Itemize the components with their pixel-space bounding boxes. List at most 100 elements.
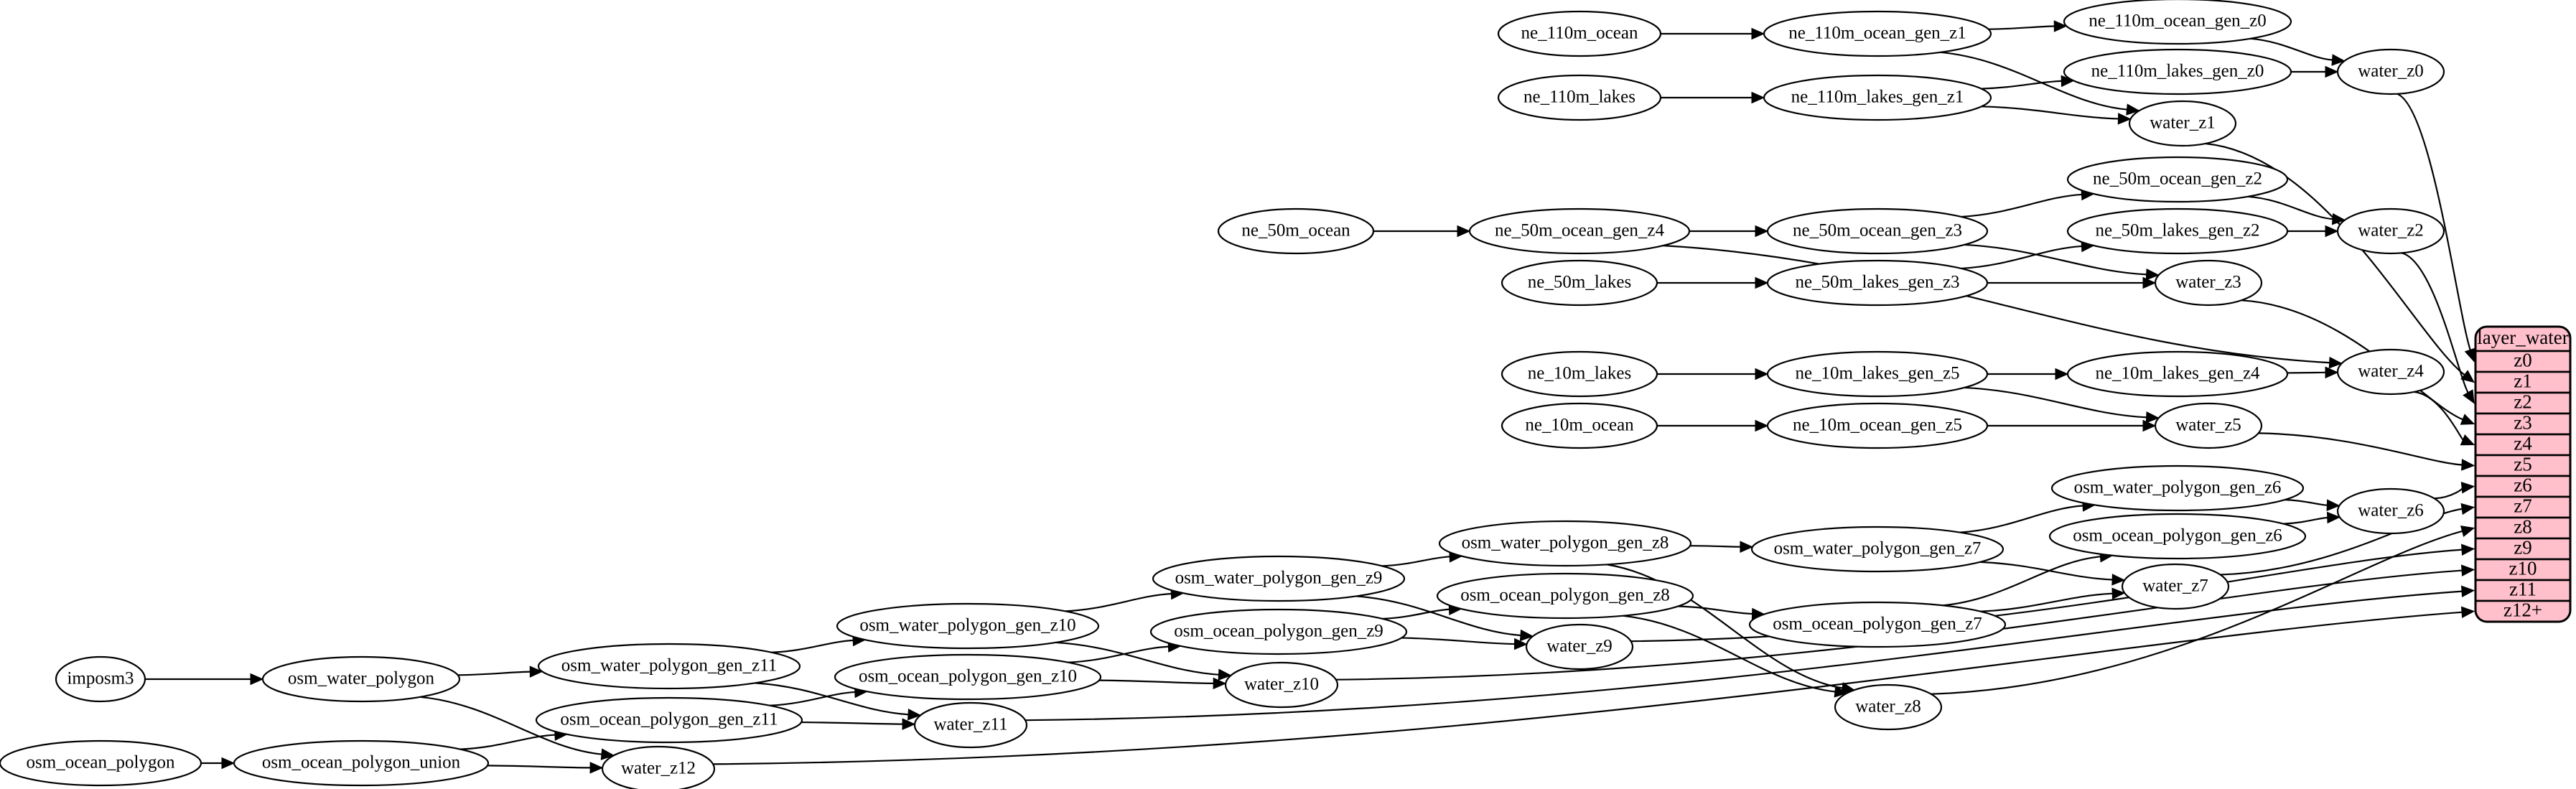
node-osm_ocean_polygon_gen_z7[interactable]: osm_ocean_polygon_gen_z7 xyxy=(1748,601,2007,648)
table-row-z2[interactable] xyxy=(2475,391,2570,415)
node-water_z4[interactable]: water_z4 xyxy=(2336,348,2445,396)
node-ellipse-ne_10m_lakes[interactable] xyxy=(1501,350,1658,398)
node-ne_50m_ocean_gen_z3[interactable]: ne_50m_ocean_gen_z3 xyxy=(1766,207,1989,255)
node-ne_50m_lakes_gen_z2[interactable]: ne_50m_lakes_gen_z2 xyxy=(2066,207,2289,255)
node-imposm3[interactable]: imposm3 xyxy=(55,655,146,703)
node-water_z1[interactable]: water_z1 xyxy=(2128,100,2237,147)
node-ne_10m_ocean[interactable]: ne_10m_ocean xyxy=(1501,402,1658,449)
node-ellipse-water_z5[interactable] xyxy=(2154,402,2263,449)
node-ellipse-ne_50m_ocean[interactable] xyxy=(1217,207,1375,255)
node-osm_ocean_polygon_gen_z10[interactable]: osm_ocean_polygon_gen_z10 xyxy=(834,653,1102,701)
node-ellipse-osm_water_polygon[interactable] xyxy=(261,655,461,703)
node-ellipse-osm_water_polygon_gen_z8[interactable] xyxy=(1438,520,1692,567)
node-ellipse-ne_50m_ocean_gen_z4[interactable] xyxy=(1468,207,1691,255)
node-osm_water_polygon_gen_z8[interactable]: osm_water_polygon_gen_z8 xyxy=(1438,520,1692,567)
node-ellipse-osm_ocean_polygon[interactable] xyxy=(0,739,202,787)
node-ellipse-water_z2[interactable] xyxy=(2336,207,2445,255)
node-ellipse-ne_50m_lakes[interactable] xyxy=(1501,259,1658,307)
node-ellipse-water_z11[interactable] xyxy=(913,701,1028,749)
node-water_z11[interactable]: water_z11 xyxy=(913,701,1028,749)
node-osm_ocean_polygon_gen_z8[interactable]: osm_ocean_polygon_gen_z8 xyxy=(1436,572,1694,620)
node-ellipse-ne_50m_ocean_gen_z3[interactable] xyxy=(1766,207,1989,255)
node-osm_ocean_polygon_gen_z6[interactable]: osm_ocean_polygon_gen_z6 xyxy=(2048,513,2307,560)
node-ne_10m_lakes_gen_z4[interactable]: ne_10m_lakes_gen_z4 xyxy=(2066,350,2289,398)
node-ellipse-water_z8[interactable] xyxy=(1834,683,1943,731)
node-ellipse-water_z7[interactable] xyxy=(2121,563,2230,610)
node-ellipse-osm_water_polygon_gen_z7[interactable] xyxy=(1750,526,2005,573)
node-ne_50m_ocean_gen_z4[interactable]: ne_50m_ocean_gen_z4 xyxy=(1468,207,1691,255)
node-ellipse-ne_50m_lakes_gen_z3[interactable] xyxy=(1766,259,1989,307)
node-ellipse-ne_110m_ocean[interactable] xyxy=(1497,10,1662,57)
node-ellipse-ne_110m_lakes_gen_z0[interactable] xyxy=(2063,48,2292,95)
node-ellipse-ne_10m_lakes_gen_z5[interactable] xyxy=(1766,350,1989,398)
node-ellipse-osm_ocean_polygon_gen_z9[interactable] xyxy=(1149,608,1408,655)
node-ellipse-water_z4[interactable] xyxy=(2336,348,2445,396)
node-water_z10[interactable]: water_z10 xyxy=(1224,661,1339,709)
node-water_z3[interactable]: water_z3 xyxy=(2154,259,2263,307)
node-water_z0[interactable]: water_z0 xyxy=(2336,48,2445,95)
node-ne_110m_ocean_gen_z1[interactable]: ne_110m_ocean_gen_z1 xyxy=(1763,10,1992,57)
node-ne_110m_lakes_gen_z0[interactable]: ne_110m_lakes_gen_z0 xyxy=(2063,48,2292,95)
node-ne_50m_ocean_gen_z2[interactable]: ne_50m_ocean_gen_z2 xyxy=(2066,156,2289,203)
node-ellipse-ne_110m_lakes_gen_z1[interactable] xyxy=(1763,74,1992,121)
table-row-z5[interactable] xyxy=(2475,454,2570,477)
node-ellipse-water_z10[interactable] xyxy=(1224,661,1339,709)
node-ellipse-ne_110m_lakes[interactable] xyxy=(1497,74,1662,121)
node-ellipse-osm_ocean_polygon_gen_z7[interactable] xyxy=(1748,601,2007,648)
node-ne_110m_lakes_gen_z1[interactable]: ne_110m_lakes_gen_z1 xyxy=(1763,74,1992,121)
node-ellipse-osm_water_polygon_gen_z9[interactable] xyxy=(1152,555,1406,602)
node-ellipse-osm_ocean_polygon_gen_z8[interactable] xyxy=(1436,572,1694,620)
node-ellipse-water_z3[interactable] xyxy=(2154,259,2263,307)
node-ellipse-ne_10m_ocean[interactable] xyxy=(1501,402,1658,449)
node-ellipse-water_z12[interactable] xyxy=(601,745,716,789)
table-row-z12plus[interactable] xyxy=(2475,599,2570,622)
node-ellipse-osm_ocean_polygon_gen_z10[interactable] xyxy=(834,653,1102,701)
node-ellipse-osm_water_polygon_gen_z10[interactable] xyxy=(836,602,1100,650)
node-water_z12[interactable]: water_z12 xyxy=(601,745,716,789)
node-osm_ocean_polygon_gen_z9[interactable]: osm_ocean_polygon_gen_z9 xyxy=(1149,608,1408,655)
node-ne_50m_lakes_gen_z3[interactable]: ne_50m_lakes_gen_z3 xyxy=(1766,259,1989,307)
node-osm_water_polygon[interactable]: osm_water_polygon xyxy=(261,655,461,703)
node-ellipse-water_z9[interactable] xyxy=(1525,623,1634,671)
node-osm_water_polygon_gen_z11[interactable]: osm_water_polygon_gen_z11 xyxy=(537,643,801,690)
node-osm_water_polygon_gen_z7[interactable]: osm_water_polygon_gen_z7 xyxy=(1750,526,2005,573)
node-ellipse-osm_water_polygon_gen_z11[interactable] xyxy=(537,643,801,690)
node-ellipse-osm_ocean_polygon_union[interactable] xyxy=(233,739,490,787)
node-ne_50m_ocean[interactable]: ne_50m_ocean xyxy=(1217,207,1375,255)
node-water_z2[interactable]: water_z2 xyxy=(2336,207,2445,255)
node-osm_ocean_polygon[interactable]: osm_ocean_polygon xyxy=(0,739,202,787)
node-ne_110m_lakes[interactable]: ne_110m_lakes xyxy=(1497,74,1662,121)
table-row-z3[interactable] xyxy=(2475,412,2570,436)
node-ellipse-water_z1[interactable] xyxy=(2128,100,2237,147)
node-osm_water_polygon_gen_z6[interactable]: osm_water_polygon_gen_z6 xyxy=(2050,464,2305,512)
node-ellipse-ne_50m_ocean_gen_z2[interactable] xyxy=(2066,156,2289,203)
node-ellipse-imposm3[interactable] xyxy=(55,655,146,703)
node-ne_10m_lakes[interactable]: ne_10m_lakes xyxy=(1501,350,1658,398)
node-ne_50m_lakes[interactable]: ne_50m_lakes xyxy=(1501,259,1658,307)
node-osm_water_polygon_gen_z9[interactable]: osm_water_polygon_gen_z9 xyxy=(1152,555,1406,602)
node-ellipse-osm_ocean_polygon_gen_z11[interactable] xyxy=(535,696,803,744)
table-row-z1[interactable] xyxy=(2475,370,2570,394)
node-ellipse-ne_50m_lakes_gen_z2[interactable] xyxy=(2066,207,2289,255)
node-ne_10m_ocean_gen_z5[interactable]: ne_10m_ocean_gen_z5 xyxy=(1766,402,1989,449)
node-water_z5[interactable]: water_z5 xyxy=(2154,402,2263,449)
node-water_z9[interactable]: water_z9 xyxy=(1525,623,1634,671)
node-osm_ocean_polygon_union[interactable]: osm_ocean_polygon_union xyxy=(233,739,490,787)
table-row-z11[interactable] xyxy=(2475,579,2570,602)
node-ne_110m_ocean[interactable]: ne_110m_ocean xyxy=(1497,10,1662,57)
node-water_z8[interactable]: water_z8 xyxy=(1834,683,1943,731)
node-ellipse-ne_10m_lakes_gen_z4[interactable] xyxy=(2066,350,2289,398)
node-water_z7[interactable]: water_z7 xyxy=(2121,563,2230,610)
node-ellipse-ne_110m_ocean_gen_z1[interactable] xyxy=(1763,10,1992,57)
node-ne_10m_lakes_gen_z5[interactable]: ne_10m_lakes_gen_z5 xyxy=(1766,350,1989,398)
node-osm_water_polygon_gen_z10[interactable]: osm_water_polygon_gen_z10 xyxy=(836,602,1100,650)
node-ellipse-osm_ocean_polygon_gen_z6[interactable] xyxy=(2048,513,2307,560)
node-ellipse-water_z6[interactable] xyxy=(2336,487,2445,535)
node-ellipse-water_z0[interactable] xyxy=(2336,48,2445,95)
node-ellipse-ne_10m_ocean_gen_z5[interactable] xyxy=(1766,402,1989,449)
node-ellipse-ne_110m_ocean_gen_z0[interactable] xyxy=(2063,0,2292,45)
node-ne_110m_ocean_gen_z0[interactable]: ne_110m_ocean_gen_z0 xyxy=(2063,0,2292,45)
node-osm_ocean_polygon_gen_z11[interactable]: osm_ocean_polygon_gen_z11 xyxy=(535,696,803,744)
node-water_z6[interactable]: water_z6 xyxy=(2336,487,2445,535)
node-ellipse-osm_water_polygon_gen_z6[interactable] xyxy=(2050,464,2305,512)
